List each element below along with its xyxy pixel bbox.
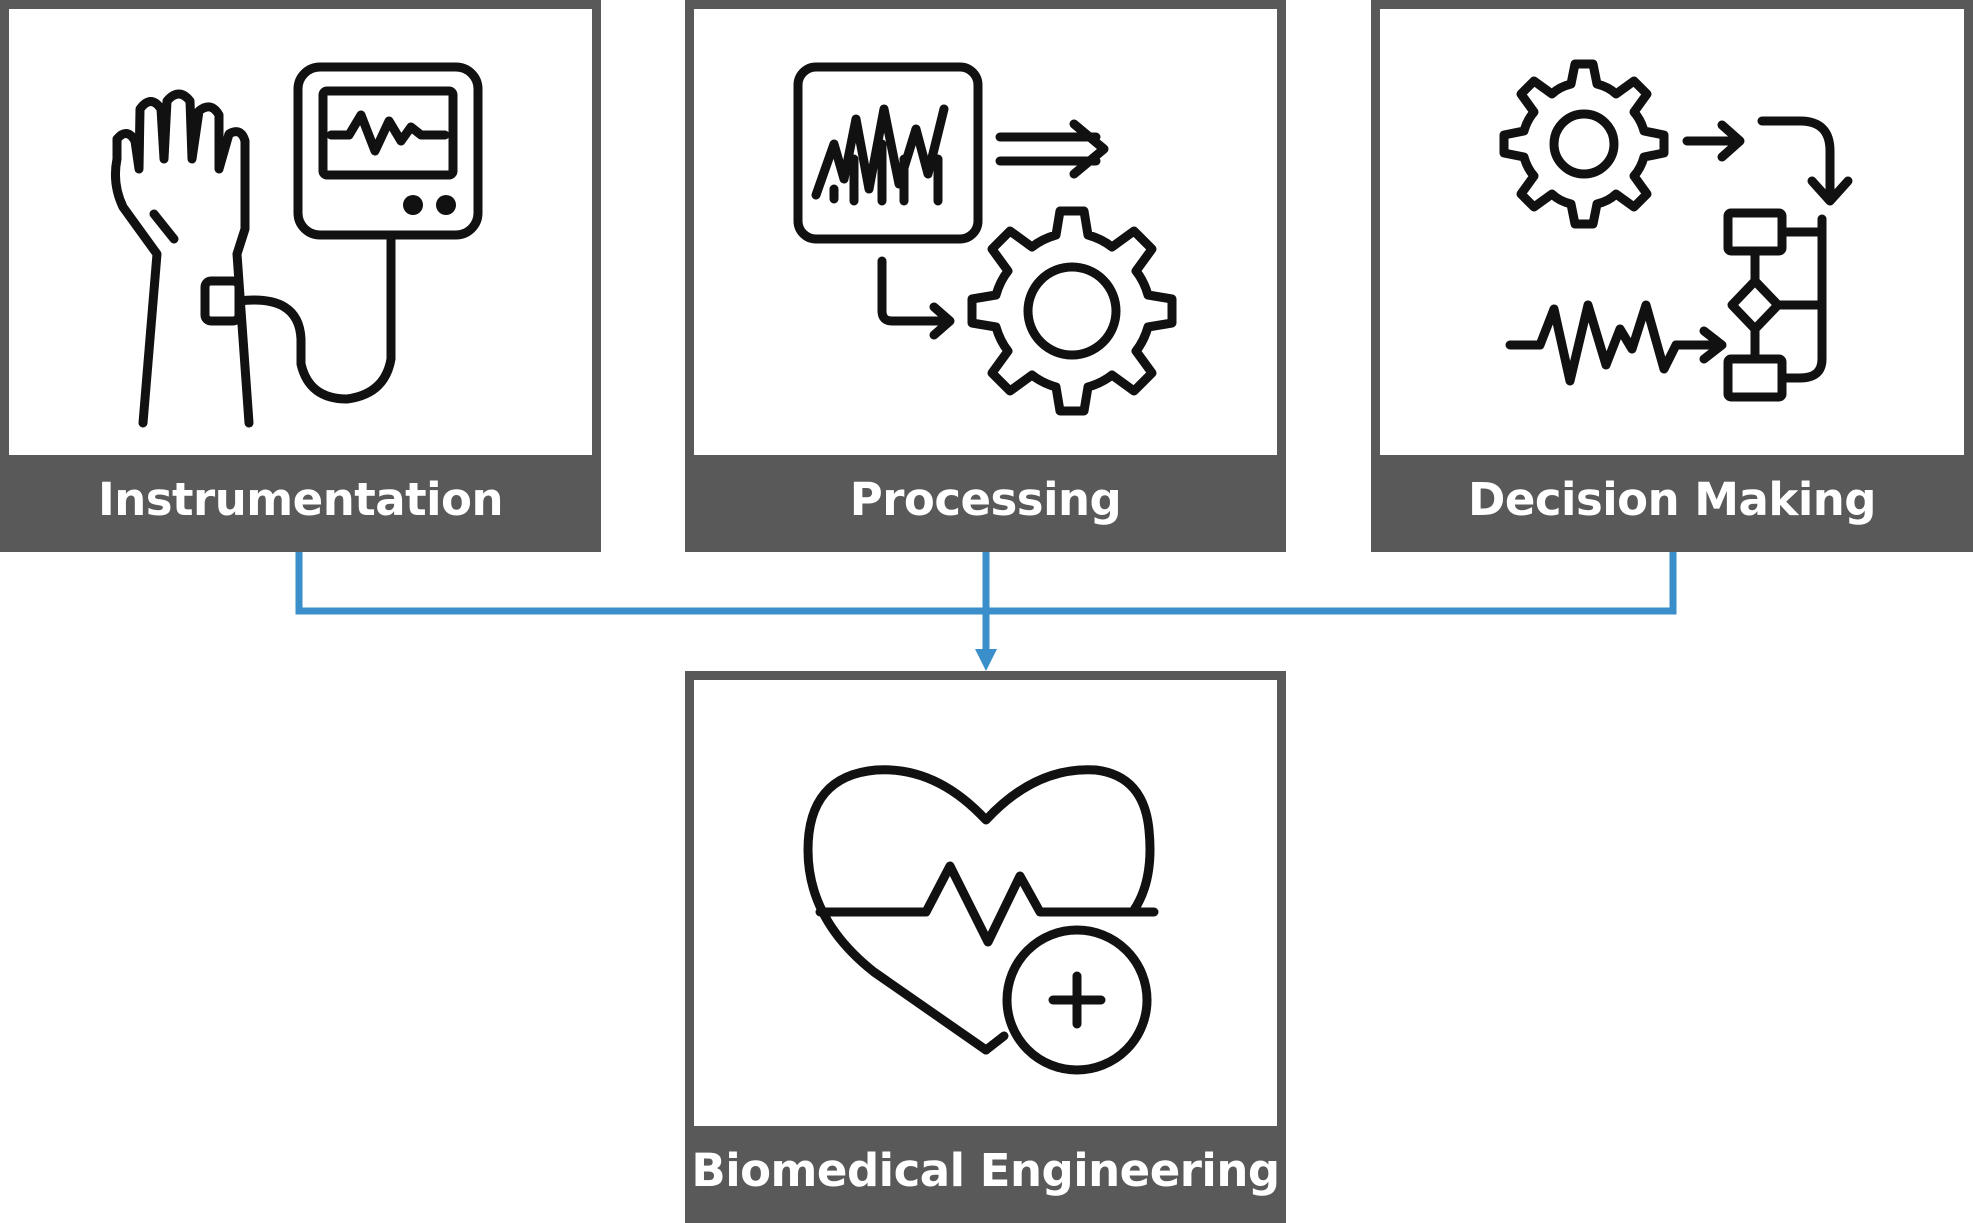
connector-arrowhead xyxy=(975,649,997,671)
hand-with-vital-monitor-icon xyxy=(9,9,592,454)
instrumentation-label: Instrumentation xyxy=(9,455,592,543)
decision-making-label: Decision Making xyxy=(1380,455,1964,543)
biomedical-engineering-box: Biomedical Engineering xyxy=(685,671,1286,1223)
biomedical-engineering-label: Biomedical Engineering xyxy=(691,1126,1280,1214)
connector-instrumentation xyxy=(295,552,986,615)
decision-making-box: Decision Making xyxy=(1371,0,1973,552)
processing-box: Processing xyxy=(685,0,1286,552)
heart-pulse-plus-icon xyxy=(694,680,1277,1125)
connector-decision xyxy=(986,552,1677,615)
gear-signal-flowchart-icon xyxy=(1380,9,1964,454)
chart-to-gear-icon xyxy=(694,9,1277,454)
processing-label: Processing xyxy=(694,455,1277,543)
instrumentation-box: Instrumentation xyxy=(0,0,601,552)
